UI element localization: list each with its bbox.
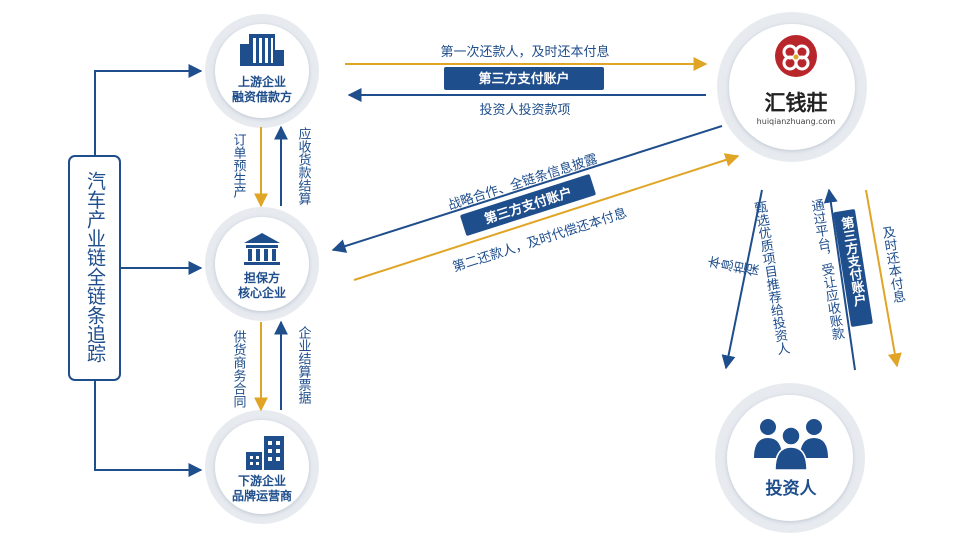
guarantor-line2: 核心企业	[238, 285, 286, 300]
upstream-line1: 上游企业	[238, 74, 286, 89]
right-flow: 本息担保 甄选优质项目推荐给投资人 通过平台，受让应收账款 第三方支付账户 及时…	[706, 188, 907, 371]
edge-investor-funds: 投资人投资款项	[479, 102, 570, 118]
upstream-line2: 融资借款方	[232, 89, 292, 104]
platform-logo	[775, 35, 817, 77]
diagonal-flow: 战略合作、全链条信息披露 第三方支付账户 第二还款人，及时代偿还本付息	[331, 125, 740, 281]
top-flow: 第一次还款人，及时还本付息 第三方支付账户 投资人投资款项	[345, 44, 708, 118]
edge-first-repay: 第一次还款人，及时还本付息	[440, 44, 609, 60]
guarantor-line1: 担保方	[244, 270, 280, 285]
people-group-icon	[754, 419, 828, 471]
edge-repay-investor: 及时还本付息	[879, 225, 907, 305]
chain-box-text: 汽车产业链全链条追踪	[84, 171, 106, 363]
downstream-line1: 下游企业	[238, 473, 286, 488]
platform-node: 汇钱莊 huiqianzhuang.com	[717, 12, 867, 162]
downstream-node: 下游企业 品牌运营商	[205, 410, 319, 524]
chain-connectors	[94, 64, 203, 477]
office-building-icon	[240, 34, 284, 66]
edge-receivable: 应收货款结算	[296, 126, 312, 205]
upper-vertical-flow: 订单预生产 应收货款结算	[231, 125, 312, 208]
downstream-line2: 品牌运营商	[232, 488, 292, 503]
platform-name: 汇钱莊	[765, 91, 828, 115]
chain-tracking-box: 汽车产业链全链条追踪	[68, 155, 121, 381]
platform-url: huiqianzhuang.com	[757, 117, 836, 126]
investor-label: 投资人	[766, 478, 818, 499]
edge-supply: 供货商务合同	[231, 330, 247, 408]
guarantor-node: 担保方 核心企业	[205, 207, 319, 321]
edge-settle: 企业结算票据	[296, 325, 312, 404]
investor-node: 投资人	[715, 383, 865, 533]
buildings-icon	[246, 436, 284, 470]
bank-icon	[244, 233, 280, 265]
payment-badge-top: 第三方支付账户	[478, 71, 569, 87]
edge-guarantee: 本息担保	[706, 255, 760, 280]
lower-vertical-flow: 供货商务合同 企业结算票据	[231, 320, 312, 412]
upstream-node: 上游企业 融资借款方	[205, 14, 319, 128]
edge-order: 订单预生产	[231, 133, 247, 199]
